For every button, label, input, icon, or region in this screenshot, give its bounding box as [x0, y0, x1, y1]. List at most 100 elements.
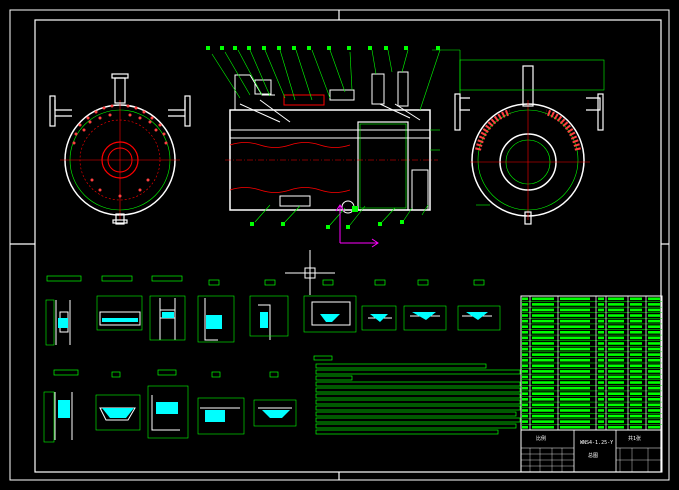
table-cell [630, 342, 642, 345]
table-cell [608, 386, 624, 390]
table-cell [608, 353, 624, 356]
table-cell [598, 392, 604, 395]
table-cell [598, 331, 604, 334]
table-cell [560, 297, 590, 301]
table-cell [560, 398, 590, 401]
parts-list-table[interactable] [520, 295, 663, 431]
table-cell [630, 425, 642, 429]
table-cell [608, 420, 624, 423]
table-cell [608, 336, 624, 340]
table-cell [522, 325, 528, 328]
detail-sections-top[interactable] [45, 275, 501, 346]
table-cell [608, 370, 624, 373]
table-cell [608, 425, 624, 429]
table-cell [522, 370, 528, 373]
table-cell [598, 425, 604, 429]
table-cell [522, 414, 528, 418]
table-cell [630, 347, 642, 351]
table-cell [648, 392, 660, 395]
table-cell [630, 364, 642, 368]
table-cell [560, 409, 590, 412]
right-end-view[interactable] [454, 59, 605, 225]
table-cell [608, 364, 624, 368]
table-cell [522, 342, 528, 345]
detail-sections-bottom[interactable] [43, 369, 297, 443]
table-cell [560, 331, 590, 334]
table-cell [532, 319, 554, 323]
table-cell [598, 336, 604, 340]
table-cell [532, 386, 554, 390]
table-cell [648, 420, 660, 423]
table-cell [630, 392, 642, 395]
table-cell [648, 314, 660, 317]
table-cell [648, 409, 660, 412]
table-cell [608, 398, 624, 401]
table-cell [532, 308, 554, 312]
table-cell [598, 364, 604, 368]
table-cell [532, 370, 554, 373]
table-cell [648, 398, 660, 401]
table-cell [532, 303, 554, 306]
table-cell [598, 353, 604, 356]
table-cell [532, 403, 554, 407]
table-cell [598, 325, 604, 328]
table-cell [630, 381, 642, 384]
title-block-sheet-label: 共1张 [628, 435, 641, 442]
table-cell [560, 342, 590, 345]
table-cell [532, 425, 554, 429]
table-cell [630, 420, 642, 423]
table-cell [522, 331, 528, 334]
table-cell [522, 336, 528, 340]
table-cell [608, 297, 624, 301]
table-cell [560, 314, 590, 317]
table-cell [608, 414, 624, 418]
table-cell [532, 353, 554, 356]
table-cell [560, 364, 590, 368]
table-cell [648, 353, 660, 356]
table-cell [648, 325, 660, 328]
table-cell [630, 353, 642, 356]
table-cell [630, 409, 642, 412]
table-cell [630, 303, 642, 306]
table-cell [648, 381, 660, 384]
table-cell [560, 425, 590, 429]
table-cell [560, 386, 590, 390]
table-cell [560, 336, 590, 340]
title-block-title: WNS4-1.25-Y [580, 440, 613, 446]
table-cell [522, 403, 528, 407]
table-cell [532, 364, 554, 368]
table-cell [630, 319, 642, 323]
table-cell [598, 358, 604, 362]
table-cell [630, 314, 642, 317]
table-cell [560, 308, 590, 312]
table-cell [630, 325, 642, 328]
table-cell [648, 358, 660, 362]
table-cell [648, 370, 660, 373]
table-cell [598, 303, 604, 306]
table-cell [522, 308, 528, 312]
table-cell [648, 297, 660, 301]
left-end-view[interactable] [49, 73, 191, 225]
table-cell [522, 347, 528, 351]
table-cell [648, 336, 660, 340]
table-cell [608, 342, 624, 345]
table-cell [648, 308, 660, 312]
table-cell [598, 414, 604, 418]
table-cell [648, 403, 660, 407]
title-block[interactable]: WNS4-1.25-Y 总图 比例 共1张 [520, 429, 663, 473]
main-side-view[interactable] [206, 46, 461, 248]
title-block-subtitle: 总图 [588, 452, 598, 459]
table-cell [522, 314, 528, 317]
table-cell [648, 386, 660, 390]
table-cell [532, 420, 554, 423]
table-cell [560, 414, 590, 418]
table-cell [608, 375, 624, 379]
table-cell [608, 303, 624, 306]
table-cell [560, 319, 590, 323]
table-cell [648, 414, 660, 418]
table-cell [522, 364, 528, 368]
table-cell [598, 347, 604, 351]
table-cell [608, 358, 624, 362]
table-cell [648, 303, 660, 306]
